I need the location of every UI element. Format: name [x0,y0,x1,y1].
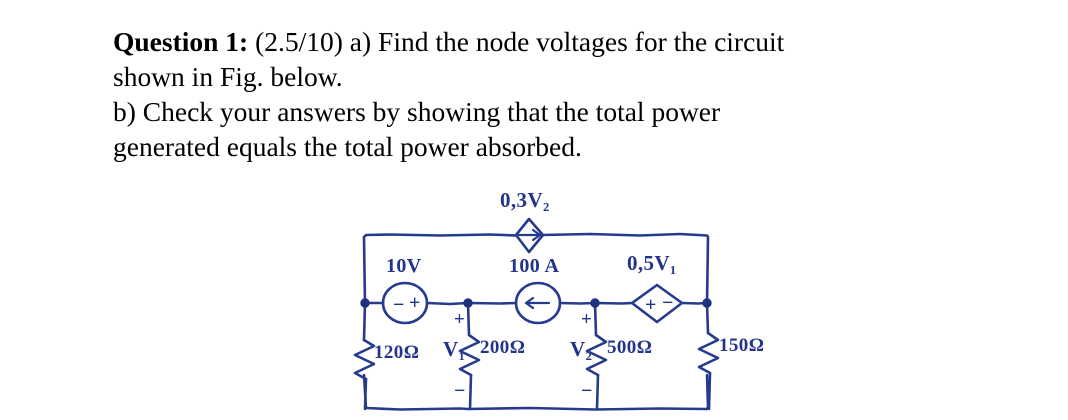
wire-vsource-to-node-v1 [425,301,470,306]
problem-statement: Question 1: (2.5/10) a) Find the node vo… [113,24,993,164]
voltage-source-plus-sign: + [409,292,421,314]
statement-line-2: shown in Fig. below. [113,61,343,92]
independent-current-source-label: 100 A [509,255,560,277]
wire-node-v1-to-isource [466,301,518,305]
node-dot-v1 [463,298,473,308]
circuit-diagram: 0,3V₂ 10V 100 A 0,5V₁ 120Ω 200Ω 500Ω 150… [330,185,830,420]
question-label: Question 1: [113,26,249,57]
node-dot-v2 [590,298,600,308]
resistor-150-ohm-label: 150Ω [719,335,765,356]
resistor-500-ohm-wire-bottom [595,373,600,411]
resistor-500-ohm-label: 500Ω [607,337,653,358]
node-voltage-v1-label: V₁ [443,337,466,361]
voltage-source-minus-sign: − [393,294,405,316]
v1-minus-sign: − [454,380,466,402]
resistor-200-ohm-wire-top [466,301,471,337]
dependent-current-source-arrow [517,228,542,242]
statement-line-1-rest: (2.5/10) a) Find the node voltages for t… [248,26,785,57]
node-voltage-v2-label: V₂ [570,337,593,361]
resistor-150-ohm-zigzag [697,331,720,375]
v1-plus-sign: + [454,309,465,330]
resistor-500-ohm-zigzag [585,333,608,377]
resistor-200-ohm-zigzag [458,333,481,377]
dependent-voltage-source-diamond [630,283,684,324]
dependent-current-source-diamond [514,217,545,254]
wire-top-right [540,232,710,307]
independent-voltage-source-label: 10V [386,255,422,277]
statement-line-4: generated equals the total power absorbe… [113,131,582,162]
wire-top-left-corner [362,233,518,307]
v2-minus-sign: − [581,380,593,402]
dependent-voltage-source-label: 0,5V₁ [627,251,677,275]
wire-isource-to-node-v2 [558,301,597,305]
resistor-120-ohm-zigzag [353,338,376,381]
statement-line-3: b) Check your answers by showing that th… [113,96,721,127]
resistor-200-ohm-label: 200Ω [480,337,526,358]
resistor-120-ohm-wire-bottom [363,377,368,411]
circuit-schematic-svg [353,217,720,411]
resistor-150-ohm-wire-top [705,301,710,335]
dependent-voltage-source-plus-sign: + [645,294,657,316]
dependent-current-source-label: 0,3V₂ [500,188,550,212]
resistor-120-ohm-label: 120Ω [374,342,420,363]
wire-bottom-rail [362,373,710,411]
node-dot-left [360,298,370,308]
resistor-200-ohm-wire-bottom [468,373,473,411]
resistor-120-ohm-wire-top [362,301,367,342]
statement-line-1: Question 1: (2.5/10) a) Find the node vo… [113,24,993,59]
v2-plus-sign: + [581,309,592,330]
node-dot-right [702,298,712,308]
dependent-voltage-source-minus-sign: − [662,292,674,314]
independent-current-source-arrow [524,296,551,310]
resistor-500-ohm-wire-top [593,301,598,337]
resistor-150-ohm-wire-bottom [707,371,712,411]
wire-node-v2-to-dep-vsource [593,301,634,305]
